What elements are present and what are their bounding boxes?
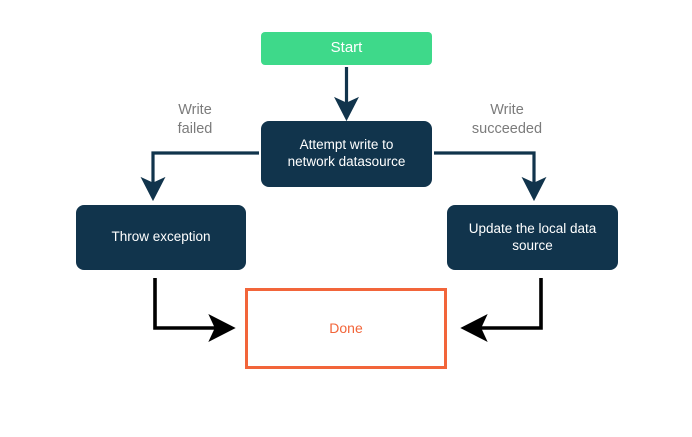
node-update-label-line1: Update the local data [468,220,597,236]
node-start[interactable]: Start [261,32,432,65]
node-throw-exception[interactable]: Throw exception [76,205,246,270]
node-done[interactable]: Done [245,288,447,369]
node-throw-label: Throw exception [111,229,211,245]
node-update-label-line2: source [512,237,553,253]
node-attempt-write[interactable]: Attempt write to network datasource [261,121,432,187]
edge-throw-to-done [153,278,236,343]
node-done-label: Done [329,319,363,336]
node-update-local-data-source[interactable]: Update the local data source [447,205,618,270]
node-attempt-label-line1: Attempt write to [299,137,394,153]
edge-update-to-done [460,278,543,343]
edge-attempt-to-update [434,151,547,202]
edge-label-write-failed: Write failed [177,102,213,138]
node-update-label: Update the local data source [469,221,597,255]
edge-label-write-succeeded: Write succeeded [471,102,543,138]
node-attempt-label: Attempt write to network datasource [288,137,406,171]
edge-attempt-to-throw [140,151,259,202]
node-start-label: Start [330,39,363,57]
node-attempt-label-line2: network datasource [287,154,406,169]
